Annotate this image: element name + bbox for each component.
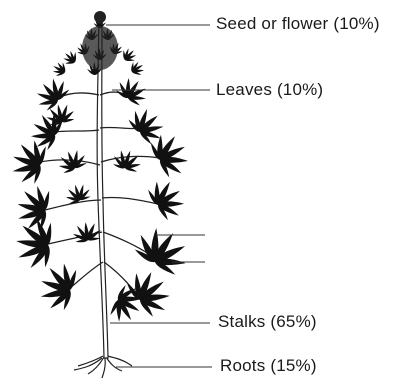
- label-leaves: Leaves (10%): [216, 80, 323, 100]
- label-seed-or-flower: Seed or flower (10%): [216, 14, 380, 34]
- label-stalks: Stalks (65%): [218, 312, 317, 332]
- flower-cluster: [49, 11, 147, 80]
- label-roots: Roots (15%): [220, 356, 317, 376]
